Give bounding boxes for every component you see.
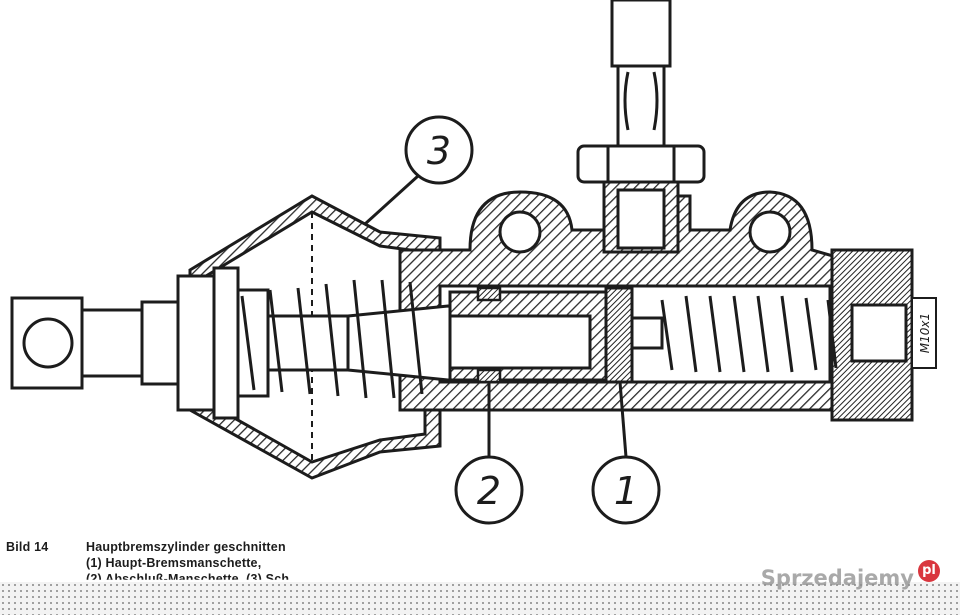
thread-label: M10x1 (918, 313, 932, 353)
callout-2-label: 2 (477, 469, 501, 513)
thread-label-box (911, 297, 937, 369)
dotted-strip (0, 582, 960, 615)
callout-3-label: 3 (427, 129, 451, 173)
callout-3 (363, 115, 474, 226)
boot-spring (240, 279, 424, 399)
caption-line-2: (2) Abschluß-Manschette, (3) Sch (86, 572, 290, 586)
end-plug (830, 248, 914, 422)
callout-1-label: 1 (614, 469, 638, 513)
figure-title: Hauptbremszylinder geschnitten (86, 540, 286, 554)
piston (448, 290, 614, 382)
figure-label: Bild 14 (6, 540, 49, 554)
boot-flange (176, 266, 270, 420)
watermark-text: Sprzedajemy (760, 566, 914, 590)
callout-1 (591, 381, 661, 525)
return-spring (630, 295, 838, 373)
inlet-fitting (576, 0, 706, 254)
pushrod-eye (10, 296, 186, 390)
watermark-badge: pl (918, 560, 940, 582)
primary-cup (604, 286, 634, 384)
secondary-cup (476, 286, 502, 384)
caption-line-1: (1) Haupt-Bremsmanschette, (86, 556, 262, 570)
callout-2 (454, 382, 524, 525)
